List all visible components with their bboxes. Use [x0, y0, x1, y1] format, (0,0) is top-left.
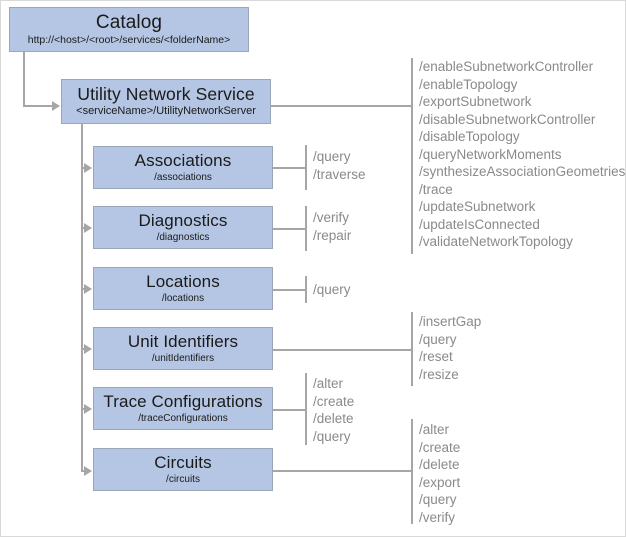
node-unit-identifiers-title: Unit Identifiers	[127, 332, 239, 351]
operation-item[interactable]: /delete	[313, 411, 354, 426]
connector-trace-configurations-to-operations	[273, 409, 305, 411]
operation-item[interactable]: /enableTopology	[419, 76, 518, 92]
node-utility-network-service-title: Utility Network Service	[77, 84, 255, 104]
bracket-service-operations	[411, 58, 413, 254]
operation-item[interactable]: /trace	[419, 181, 453, 197]
node-locations-title: Locations	[146, 272, 220, 291]
operation-item[interactable]: /query	[313, 428, 351, 444]
arrow-to-associations	[84, 163, 92, 173]
arrow-to-diagnostics	[84, 223, 92, 233]
connector-associations-to-operations	[273, 167, 305, 169]
node-utility-network-service-path: <serviceName>/UtilityNetworkServer	[76, 105, 256, 117]
node-associations-path: /associations	[154, 172, 212, 183]
node-trace-configurations[interactable]: Trace Configurations /traceConfiguration…	[93, 387, 273, 430]
operation-item[interactable]: /validateNetworkTopology	[419, 234, 573, 249]
operations-circuits: /alter /create /delete /export /query /v…	[419, 421, 460, 526]
connector-catalog-to-service	[23, 105, 53, 107]
node-diagnostics-path: /diagnostics	[156, 232, 210, 243]
operation-item[interactable]: /query	[419, 492, 457, 507]
node-unit-identifiers-path: /unitIdentifiers	[151, 353, 215, 364]
connector-service-to-trace-configurations	[81, 408, 85, 410]
bracket-associations-operations	[305, 145, 307, 190]
bracket-locations-operations	[305, 276, 307, 303]
bracket-diagnostics-operations	[305, 206, 307, 251]
node-associations[interactable]: Associations /associations	[93, 146, 273, 189]
connector-locations-to-operations	[273, 289, 305, 291]
operation-item[interactable]: /resize	[419, 366, 459, 382]
operations-service: /enableSubnetworkController /enableTopol…	[419, 58, 625, 251]
node-circuits-path: /circuits	[166, 474, 200, 485]
node-catalog-path: http://<host>/<root>/services/<folderNam…	[27, 34, 231, 46]
bracket-trace-configurations-operations	[305, 373, 307, 445]
bracket-circuits-operations	[411, 419, 413, 524]
operation-item[interactable]: /delete	[419, 457, 460, 472]
operation-item[interactable]: /disableTopology	[419, 129, 520, 144]
arrow-to-circuits	[84, 466, 92, 476]
operation-item[interactable]: /export	[419, 474, 461, 490]
operation-item[interactable]: /insertGap	[419, 314, 482, 329]
arrow-to-unit-identifiers	[84, 344, 92, 354]
operation-item[interactable]: /updateSubnetwork	[419, 199, 536, 214]
connector-service-to-associations	[81, 167, 85, 169]
connector-unit-identifiers-to-operations	[273, 349, 411, 351]
bracket-unit-identifiers-operations	[411, 312, 413, 386]
node-unit-identifiers[interactable]: Unit Identifiers /unitIdentifiers	[93, 327, 273, 370]
connector-service-trunk	[81, 124, 83, 472]
connector-service-to-operations	[271, 105, 411, 107]
operation-item[interactable]: /enableSubnetworkController	[419, 59, 594, 74]
operation-item[interactable]: /disableSubnetworkController	[419, 111, 596, 127]
operation-item[interactable]: /verify	[419, 509, 456, 525]
node-catalog[interactable]: Catalog http://<host>/<root>/services/<f…	[9, 7, 249, 52]
operation-item[interactable]: /create	[419, 439, 461, 455]
operation-item[interactable]: /query	[313, 149, 351, 164]
node-trace-configurations-path: /traceConfigurations	[138, 413, 228, 424]
connector-service-to-circuits	[81, 470, 85, 472]
connector-diagnostics-to-operations	[273, 228, 305, 230]
connector-service-to-unit-identifiers	[81, 348, 85, 350]
connector-circuits-to-operations	[273, 470, 411, 472]
node-utility-network-service[interactable]: Utility Network Service <serviceName>/Ut…	[61, 79, 271, 124]
arrow-to-locations	[84, 284, 92, 294]
node-associations-title: Associations	[134, 151, 232, 170]
operations-unit-identifiers: /insertGap /query /reset /resize	[419, 313, 481, 383]
operation-item[interactable]: /traverse	[313, 166, 366, 182]
operation-item[interactable]: /query	[419, 331, 457, 347]
operation-item[interactable]: /alter	[313, 376, 344, 391]
operation-item[interactable]: /synthesizeAssociationGeometries	[419, 164, 626, 179]
operations-locations: /query	[313, 281, 351, 299]
operations-trace-configurations: /alter /create /delete /query	[313, 375, 354, 445]
connector-service-to-diagnostics	[81, 227, 85, 229]
node-circuits[interactable]: Circuits /circuits	[93, 448, 273, 491]
node-trace-configurations-title: Trace Configurations	[103, 392, 263, 411]
operation-item[interactable]: /create	[313, 393, 355, 409]
node-circuits-title: Circuits	[154, 453, 212, 472]
operations-diagnostics: /verify /repair	[313, 209, 351, 244]
connector-service-to-locations	[81, 288, 85, 290]
operation-item[interactable]: /repair	[313, 227, 352, 243]
node-locations[interactable]: Locations /locations	[93, 267, 273, 310]
connector-catalog-down	[23, 52, 25, 105]
operation-item[interactable]: /reset	[419, 349, 453, 364]
node-diagnostics-title: Diagnostics	[138, 211, 228, 230]
operation-item[interactable]: /queryNetworkMoments	[419, 146, 562, 162]
operation-item[interactable]: /query	[313, 282, 351, 297]
operations-associations: /query /traverse	[313, 148, 366, 183]
operation-item[interactable]: /exportSubnetwork	[419, 94, 532, 109]
operation-item[interactable]: /verify	[313, 210, 350, 225]
arrow-catalog-to-service	[52, 101, 60, 111]
arrow-to-trace-configurations	[84, 404, 92, 414]
node-locations-path: /locations	[161, 293, 205, 304]
operation-item[interactable]: /updateIsConnected	[419, 216, 540, 232]
operation-item[interactable]: /alter	[419, 422, 450, 437]
node-catalog-title: Catalog	[95, 12, 163, 33]
node-diagnostics[interactable]: Diagnostics /diagnostics	[93, 206, 273, 249]
